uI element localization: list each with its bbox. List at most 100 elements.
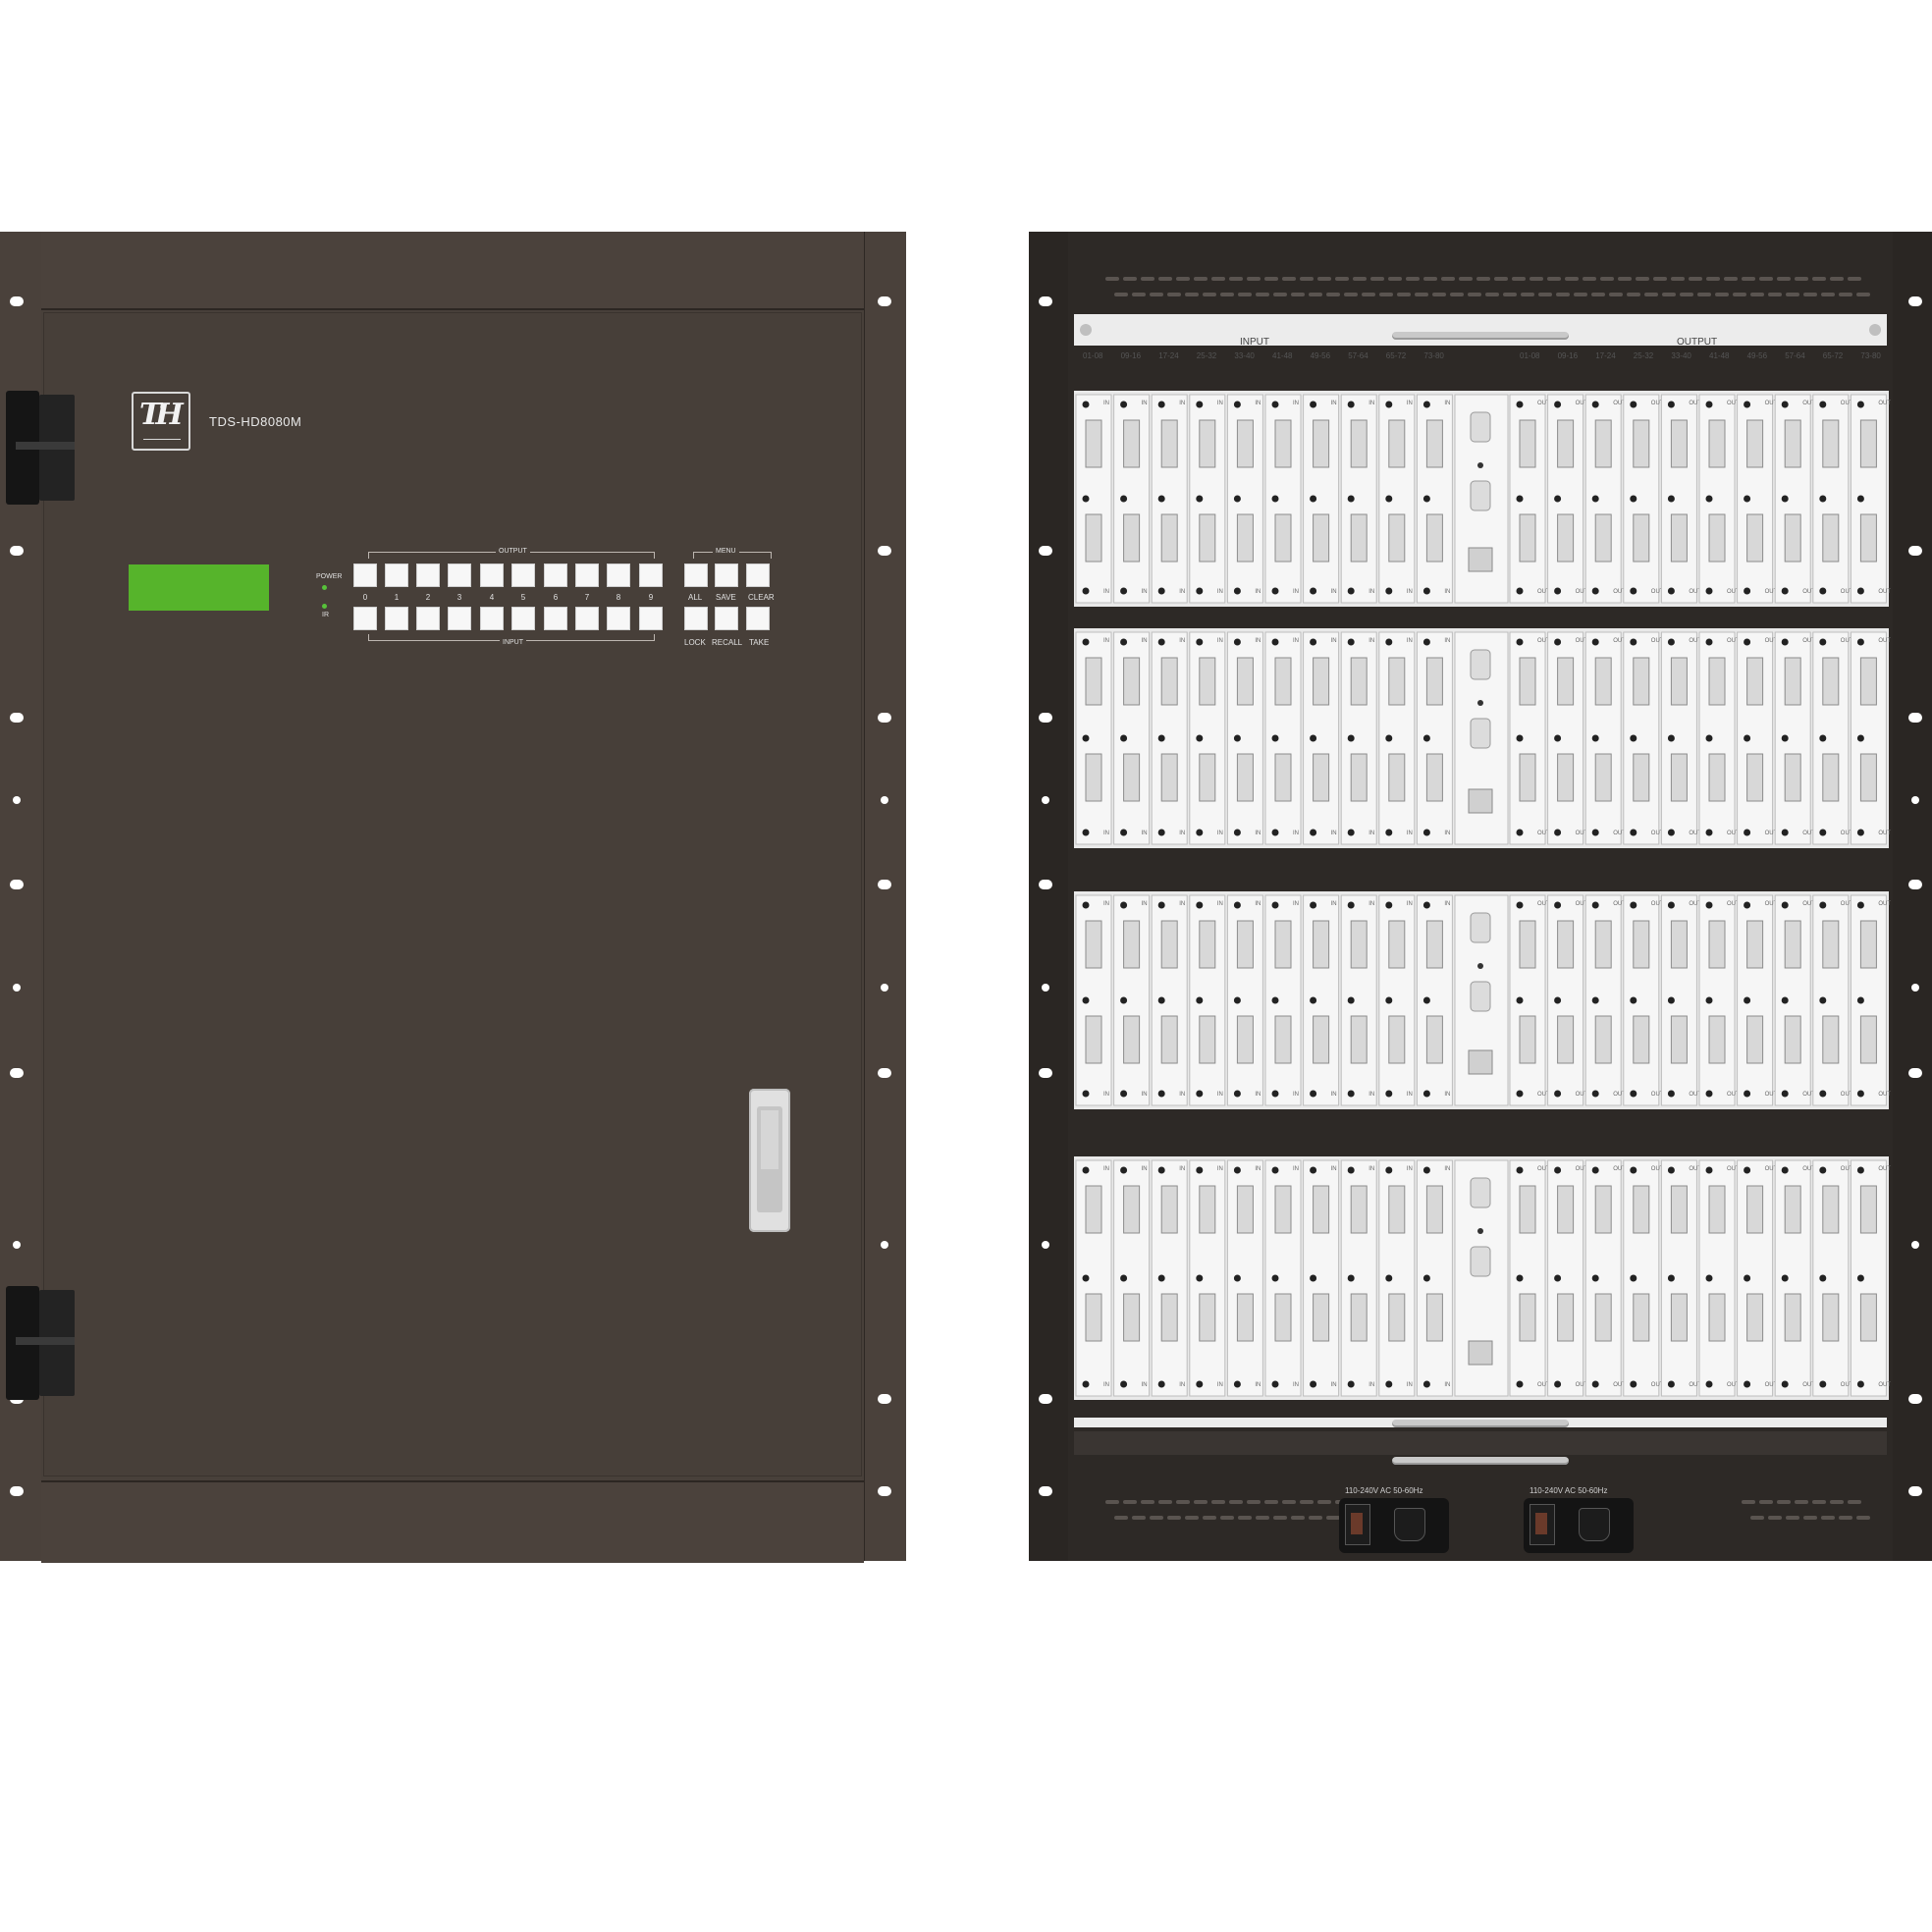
output-button-7[interactable] [575, 564, 599, 587]
digit-label: 4 [489, 593, 495, 602]
input-button-8[interactable] [607, 607, 630, 630]
rack-hole [1039, 1394, 1052, 1404]
vent-slot [1229, 1500, 1243, 1504]
dvi-port-icon [1746, 1185, 1764, 1234]
vent-slot [1715, 293, 1729, 296]
led-icon [1082, 1380, 1090, 1388]
vent-slot [1538, 293, 1552, 296]
input-button-4[interactable] [480, 607, 504, 630]
rack-hole [1042, 796, 1049, 804]
dvi-port-icon [1160, 753, 1178, 802]
port-label: OUT [1727, 1166, 1740, 1172]
led-icon [1554, 495, 1562, 503]
bottom-rail-handle[interactable] [1392, 1457, 1569, 1465]
output-button-8[interactable] [607, 564, 630, 587]
dvi-port-icon [1594, 1185, 1612, 1234]
lock-button[interactable] [684, 607, 708, 630]
input-button-3[interactable] [448, 607, 471, 630]
output-button-9[interactable] [639, 564, 663, 587]
rack-hole [1911, 796, 1919, 804]
vent-slot [1803, 1516, 1817, 1520]
dvi-port-icon [1594, 753, 1612, 802]
serial-port-icon [1470, 718, 1491, 749]
port-label: IN [1293, 638, 1299, 644]
dvi-port-icon [1350, 1015, 1368, 1064]
led-icon [1781, 901, 1789, 909]
recall-button[interactable] [715, 607, 738, 630]
output-button-3[interactable] [448, 564, 471, 587]
digit-label: 6 [553, 593, 559, 602]
all-button[interactable] [684, 564, 708, 587]
power-switch-2[interactable] [1530, 1504, 1555, 1545]
dvi-port-icon [1670, 920, 1688, 969]
led-icon [1347, 901, 1355, 909]
led-icon [1157, 638, 1165, 646]
output-header: OUTPUT [1677, 337, 1718, 348]
port-label: OUT [1576, 901, 1588, 907]
led-icon [1347, 996, 1355, 1004]
led-icon [1516, 401, 1524, 408]
vent-slot [1105, 277, 1119, 281]
output-button-1[interactable] [385, 564, 408, 587]
led-icon [1196, 401, 1204, 408]
led-icon [1516, 1380, 1524, 1388]
led-icon [1630, 1274, 1637, 1282]
save-button[interactable] [715, 564, 738, 587]
output-button-2[interactable] [416, 564, 440, 587]
vent-slot [1423, 277, 1437, 281]
led-icon [1744, 1380, 1751, 1388]
port-label: OUT [1576, 1092, 1588, 1098]
led-icon [1385, 495, 1393, 503]
led-icon [1630, 1166, 1637, 1174]
input-button-2[interactable] [416, 607, 440, 630]
middle-rail-handle[interactable] [1392, 1420, 1569, 1427]
front-door[interactable] [43, 312, 862, 1476]
led-icon [1554, 1090, 1562, 1098]
led-icon [1385, 829, 1393, 836]
led-icon [1422, 1090, 1430, 1098]
led-icon [1667, 901, 1675, 909]
input-button-6[interactable] [544, 607, 567, 630]
iec-socket-2-icon[interactable] [1579, 1508, 1610, 1541]
output-button-0[interactable] [353, 564, 377, 587]
vent-slot [1432, 293, 1446, 296]
port-label: IN [1103, 589, 1109, 595]
output-button-4[interactable] [480, 564, 504, 587]
port-label: IN [1368, 638, 1374, 644]
port-label: IN [1331, 401, 1337, 406]
port-label: OUT [1765, 638, 1778, 644]
clear-button[interactable] [746, 564, 770, 587]
input-button-5[interactable] [511, 607, 535, 630]
port-label: OUT [1841, 1166, 1853, 1172]
power-switch-1[interactable] [1345, 1504, 1370, 1545]
led-icon [1591, 1090, 1599, 1098]
output-card [1660, 894, 1697, 1106]
rack-hole [1039, 880, 1052, 889]
port-label: OUT [1727, 901, 1740, 907]
output-button-5[interactable] [511, 564, 535, 587]
psu-1-label: 110-240V AC 50-60Hz [1345, 1486, 1423, 1495]
led-icon [1157, 1166, 1165, 1174]
input-button-1[interactable] [385, 607, 408, 630]
iec-socket-1-icon[interactable] [1394, 1508, 1425, 1541]
output-button-6[interactable] [544, 564, 567, 587]
input-button-9[interactable] [639, 607, 663, 630]
dvi-port-icon [1746, 1015, 1764, 1064]
dvi-port-icon [1557, 753, 1575, 802]
dvi-port-icon [1746, 1293, 1764, 1342]
door-handle[interactable] [749, 1089, 790, 1232]
vent-slot [1220, 1516, 1234, 1520]
dvi-port-icon [1236, 513, 1254, 563]
port-label: OUT [1841, 1092, 1853, 1098]
dvi-port-icon [1633, 1015, 1650, 1064]
input-button-0[interactable] [353, 607, 377, 630]
input-button-7[interactable] [575, 607, 599, 630]
rack-hole [878, 713, 891, 723]
indicator-dot [1477, 963, 1483, 969]
led-icon [1819, 829, 1827, 836]
led-icon [1157, 401, 1165, 408]
take-button[interactable] [746, 607, 770, 630]
top-rail-handle[interactable] [1392, 332, 1569, 340]
vent-slot [1565, 277, 1579, 281]
vent-slot [1282, 277, 1296, 281]
